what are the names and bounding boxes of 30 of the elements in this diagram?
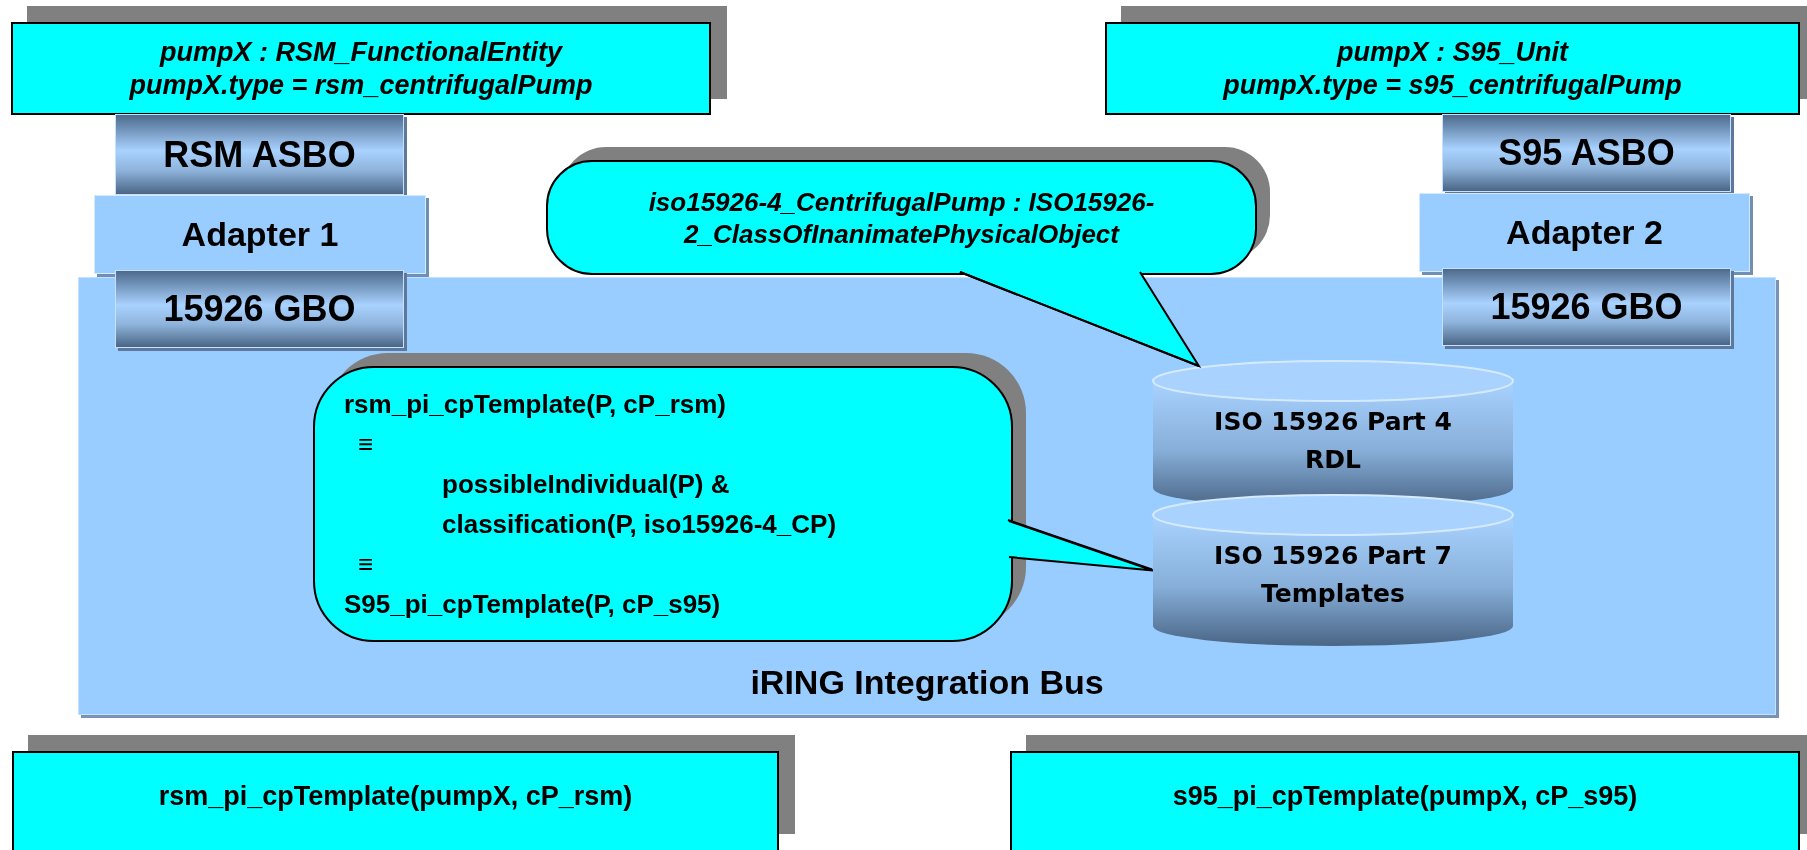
component-box — [1442, 268, 1731, 346]
box-label: rsm_pi_cpTemplate(pumpX, cP_rsm) — [158, 781, 633, 812]
component-box — [115, 270, 404, 348]
callout-text: S95_pi_cpTemplate(P, cP_s95) — [344, 588, 722, 621]
cylinder-label: ISO 15926 Part 7 — [1213, 540, 1453, 572]
callout-text: rsm_pi_cpTemplate(P, cP_rsm) — [344, 388, 727, 421]
component-box — [115, 114, 404, 195]
box-label: 15926 GBO — [163, 288, 356, 330]
bus-label: iRING Integration Bus — [749, 663, 1105, 702]
callout-text: possibleIndividual(P) & — [442, 468, 731, 501]
box-label: pumpX : RSM_FunctionalEntity — [160, 35, 562, 69]
box-label: s95_pi_cpTemplate(pumpX, cP_s95) — [1172, 781, 1638, 812]
adapter-box — [94, 195, 426, 274]
component-box — [1442, 114, 1731, 192]
adapter-box — [1419, 193, 1750, 272]
box-label: pumpX.type = s95_centrifugalPump — [1223, 68, 1682, 102]
callout-text: classification(P, iso15926-4_CP) — [442, 508, 838, 541]
callout-text: ≡ — [358, 428, 375, 461]
cylinder-label: Templates — [1260, 578, 1406, 610]
cylinder-label: RDL — [1304, 444, 1362, 476]
box-label: pumpX : S95_Unit — [1337, 35, 1568, 69]
box-label: pumpX.type = rsm_centrifugalPump — [129, 68, 593, 102]
cylinder-label: ISO 15926 Part 4 — [1213, 406, 1453, 438]
callout-text: ≡ — [358, 548, 375, 581]
box-label: Adapter 2 — [1506, 213, 1663, 252]
callout-text: iso15926-4_CentrifugalPump : ISO15926-2_ClassOfInanimatePhysicalObject — [647, 185, 1156, 250]
box-label: 15926 GBO — [1490, 286, 1683, 328]
box-label: RSM ASBO — [163, 133, 356, 176]
box-label: S95 ASBO — [1498, 132, 1675, 174]
box-label: Adapter 1 — [181, 215, 339, 254]
